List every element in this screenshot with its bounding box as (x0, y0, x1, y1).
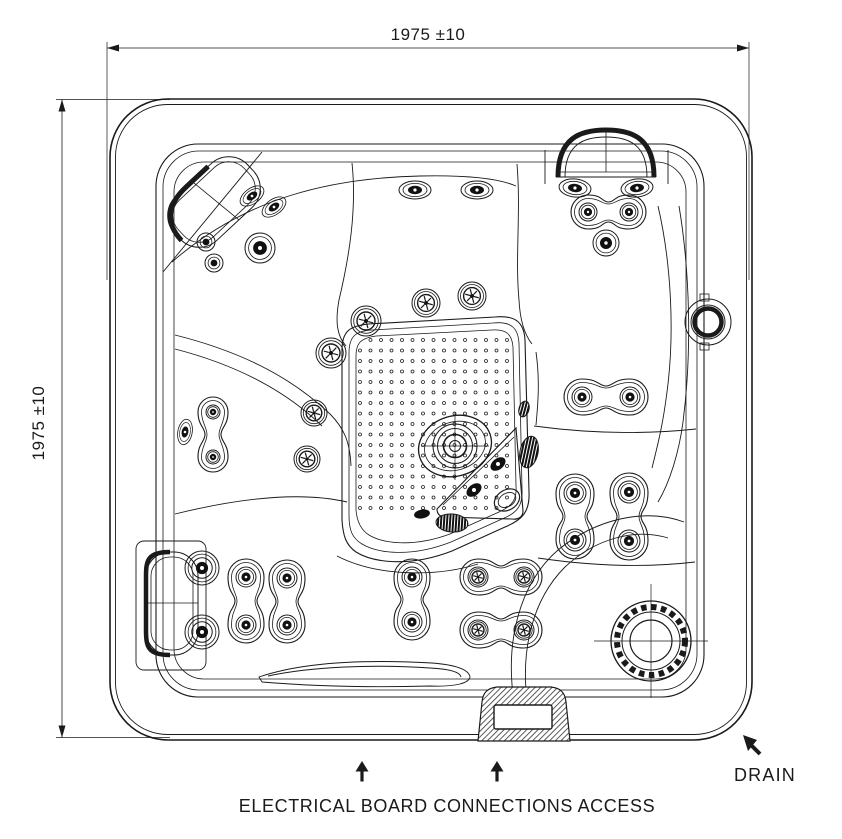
dumbbell-jet-pair (563, 378, 649, 416)
oval-jet (620, 178, 654, 198)
directional-jet (619, 202, 639, 222)
pinwheel-jet (467, 566, 489, 588)
electrical-arrow-icon (490, 761, 504, 772)
directional-jet (401, 566, 423, 588)
directional-jet (235, 566, 257, 588)
bench-front-edge (135, 540, 471, 688)
air-control-ovals (466, 457, 521, 512)
directional-jet (617, 480, 641, 504)
dumbbell-jet-pair (227, 558, 265, 644)
pinwheel-jet (350, 305, 382, 337)
directional-jet (244, 232, 276, 264)
directional-jet (563, 481, 587, 505)
footwell-antislip-dots (358, 338, 509, 510)
directional-jet (235, 614, 257, 636)
oval-jet (398, 180, 432, 200)
spa-rim (155, 143, 705, 698)
dim-arrow-right (737, 44, 749, 52)
directional-jet (205, 404, 221, 420)
drain-arrow-icon (743, 735, 757, 751)
height-dimension-label: 1975 ±10 (29, 386, 48, 461)
height-dimension: 1975 ±10 (29, 99, 170, 738)
electrical-access-label: ELECTRICAL BOARD CONNECTIONS ACCESS (239, 796, 655, 816)
oval-jet (558, 178, 592, 198)
filter-cap (594, 584, 708, 698)
dumbbell-jet-pair (197, 396, 229, 473)
dumbbell-jet-pair (459, 611, 543, 649)
pinwheel-jet (457, 281, 487, 311)
oval-jet (460, 180, 494, 200)
dumbbell-jet-pair (555, 473, 595, 560)
directional-jet (617, 529, 641, 553)
electrical-arrow-icon (360, 771, 364, 782)
spa-outer-shell (109, 98, 753, 741)
pinwheel-jet (513, 619, 535, 641)
pinwheel-jet (513, 566, 535, 588)
oval-jet (177, 418, 193, 446)
jets-layer (177, 178, 654, 650)
dumbbell-jet-pair (459, 558, 543, 596)
topside-control-panel (477, 686, 571, 742)
drain-annotation: DRAIN (734, 735, 796, 785)
directional-jet (276, 567, 298, 589)
electrical-arrow-icon (495, 771, 499, 782)
electrical-annotation: ELECTRICAL BOARD CONNECTIONS ACCESS (239, 761, 655, 816)
footwell (341, 316, 530, 563)
seat-contours (162, 150, 697, 703)
directional-jet (401, 611, 423, 633)
electrical-arrow-icon (355, 761, 369, 772)
directional-jet (571, 386, 593, 408)
rotary-jet (184, 614, 220, 650)
width-dimension-label: 1975 ±10 (391, 25, 466, 44)
headrest-bottom-left (143, 549, 199, 658)
pinwheel-jet (293, 445, 321, 473)
dumbbell-jet-pair (268, 559, 306, 644)
dumbbell-jet-pair (570, 194, 647, 230)
mini-jet (196, 232, 216, 252)
width-dimension: 1975 ±10 (106, 25, 750, 280)
dim-arrow-left (107, 44, 119, 52)
directional-jet (563, 528, 587, 552)
oval-jet (261, 196, 287, 218)
headrest-top-right (555, 127, 657, 178)
directional-jet (619, 386, 641, 408)
corner-control-triangle (414, 400, 539, 533)
directional-jet (205, 449, 221, 465)
dumbbell-jet-pair (609, 472, 649, 561)
pinwheel-jet (300, 399, 328, 427)
pinwheel-jet (467, 619, 489, 641)
drain-label: DRAIN (734, 765, 796, 785)
footwell-center-jet (417, 412, 493, 480)
directional-jet (578, 202, 598, 222)
directional-jet (276, 614, 298, 636)
rotary-jet (184, 550, 220, 586)
oval-jet (239, 185, 265, 207)
pinwheel-jet (411, 288, 441, 318)
dim-arrow-bottom (58, 725, 66, 738)
dim-arrow-top (58, 99, 66, 112)
mini-jet (204, 253, 224, 273)
headrest-top-left (167, 156, 261, 248)
pinwheel-jet (315, 337, 347, 369)
dimension-annotations: 1975 ±10 1975 ±10 DRAIN ELECTRICAL BOARD… (29, 25, 796, 816)
directional-jet (592, 229, 620, 257)
venturi-knobs (414, 400, 539, 533)
dumbbell-jet-pair (393, 558, 431, 641)
side-water-fitting (684, 293, 732, 351)
